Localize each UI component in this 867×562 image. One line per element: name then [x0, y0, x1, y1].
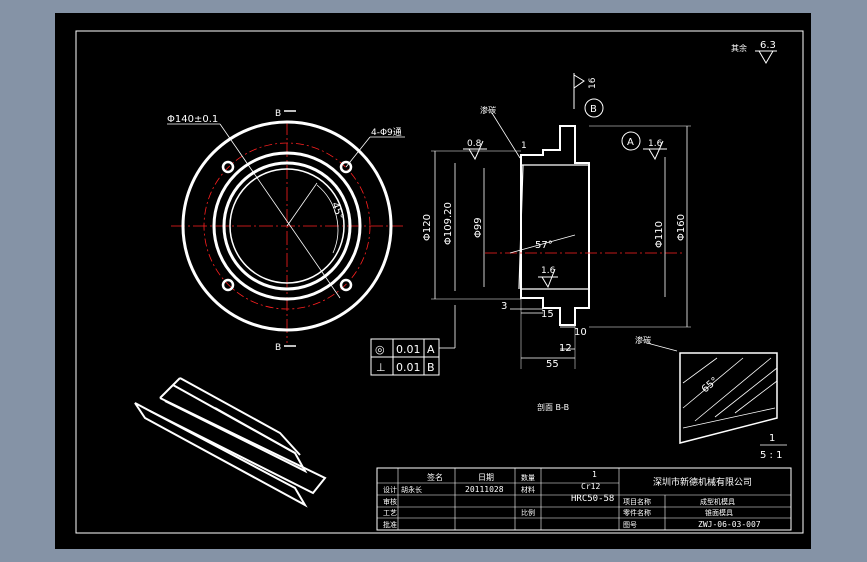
tb-quantity-label: 数量 — [521, 473, 535, 482]
datum-b: B — [590, 104, 597, 115]
dim-d120: Φ120 — [422, 214, 433, 241]
coaxiality-icon: ◎ — [375, 343, 385, 356]
section-view: Φ120 Φ109.20 Φ99 Φ110 Φ160 0.8 1.6 16 1.… — [422, 73, 691, 412]
roughness-right: 1.6 — [648, 139, 663, 149]
tb-row-design: 设计 — [383, 485, 397, 494]
angle-front-dim: 45° — [329, 201, 345, 221]
title-block: 签名 日期 设计 胡永长 20111028 审核 工艺 批准 数量 1 材料 C… — [376, 467, 792, 531]
tb-row-check: 审核 — [383, 497, 397, 506]
detail-scale-num: 1 — [769, 433, 775, 444]
datum-a: A — [627, 137, 634, 148]
tb-company: 深圳市新德机械有限公司 — [653, 476, 752, 488]
inner-frame — [75, 30, 804, 534]
bolt-hole — [221, 278, 235, 292]
dim-l55: 55 — [546, 359, 559, 370]
dim-l15: 15 — [541, 309, 554, 320]
tb-material-label: 材料 — [521, 485, 535, 494]
bolt-hole — [339, 160, 353, 174]
tb-drawing-no: ZWJ-06-03-007 — [698, 520, 761, 529]
dim-d160: Φ160 — [676, 214, 687, 241]
section-label: 剖面 B-B — [537, 402, 569, 412]
detail-scale: 5 : 1 — [760, 450, 782, 461]
tb-header-date: 日期 — [478, 473, 494, 482]
front-view: Φ140±0.1 4-Φ9通 45° B B — [167, 109, 405, 353]
pitch-diameter-dim: Φ140±0.1 — [167, 114, 218, 125]
tb-project: 成型机模具 — [700, 497, 735, 506]
annotation-detail: 渗碳 — [635, 335, 651, 345]
hole-pattern-dim: 4-Φ9通 — [371, 127, 402, 138]
dim-angle-bore: 57° — [535, 240, 553, 251]
tb-header-sign: 签名 — [427, 472, 443, 482]
roughness-top: 16 — [588, 77, 598, 89]
tolerance-datum-2: B — [427, 361, 435, 374]
drawing-sheet: 其余 6.3 Φ140±0.1 4-Φ9通 45° B B — [55, 13, 811, 549]
dim-chamfer: 1 — [521, 141, 527, 151]
tolerance-datum-1: A — [427, 343, 435, 356]
tolerance-value-1: 0.01 — [396, 343, 421, 356]
tb-drawing-no-label: 图号 — [623, 521, 637, 529]
tb-date: 20111028 — [465, 485, 504, 494]
dim-l10: 10 — [574, 327, 587, 338]
dim-l12: 12 — [559, 343, 572, 354]
tolerance-value-2: 0.01 — [396, 361, 421, 374]
tb-material: Cr12 — [581, 482, 600, 491]
roughness-icon — [755, 50, 777, 64]
tb-row-process: 工艺 — [383, 509, 397, 517]
annotation-left: 渗碳 — [480, 105, 496, 115]
isometric-view — [134, 377, 327, 508]
tb-quantity: 1 — [592, 470, 597, 479]
drawing-canvas: 其余 6.3 Φ140±0.1 4-Φ9通 45° B B — [75, 30, 804, 534]
bolt-hole — [339, 278, 353, 292]
detail-view: 渗碳 65° 1 5 : 1 — [635, 335, 787, 461]
dim-d110: Φ110 — [654, 221, 665, 248]
tb-hardness: HRC50-58 — [571, 494, 614, 504]
bolt-hole — [221, 160, 235, 174]
section-marker-top: B — [275, 109, 281, 119]
section-marker-bottom: B — [275, 343, 281, 353]
surface-finish-value: 6.3 — [760, 40, 776, 51]
tb-project-label: 项目名称 — [623, 497, 651, 506]
dim-d109: Φ109.20 — [443, 202, 454, 245]
tb-row-approve: 批准 — [383, 520, 397, 529]
tb-part-label: 零件名称 — [623, 508, 651, 517]
tb-part: 锥面模具 — [705, 508, 733, 517]
detail-angle: 65° — [700, 375, 721, 395]
roughness-left: 0.8 — [467, 139, 482, 149]
tolerance-frames: ◎ 0.01 A ⊥ 0.01 B — [370, 305, 456, 376]
surface-finish-label: 其余 — [731, 43, 747, 53]
dim-l3: 3 — [501, 301, 507, 312]
roughness-inner: 1.6 — [541, 266, 556, 276]
tb-scale-label: 比例 — [521, 508, 535, 517]
surface-finish-symbol: 其余 6.3 — [731, 40, 777, 64]
dim-d99: Φ99 — [473, 217, 484, 238]
tb-designer: 胡永长 — [401, 485, 422, 494]
perpendicularity-icon: ⊥ — [376, 361, 386, 374]
